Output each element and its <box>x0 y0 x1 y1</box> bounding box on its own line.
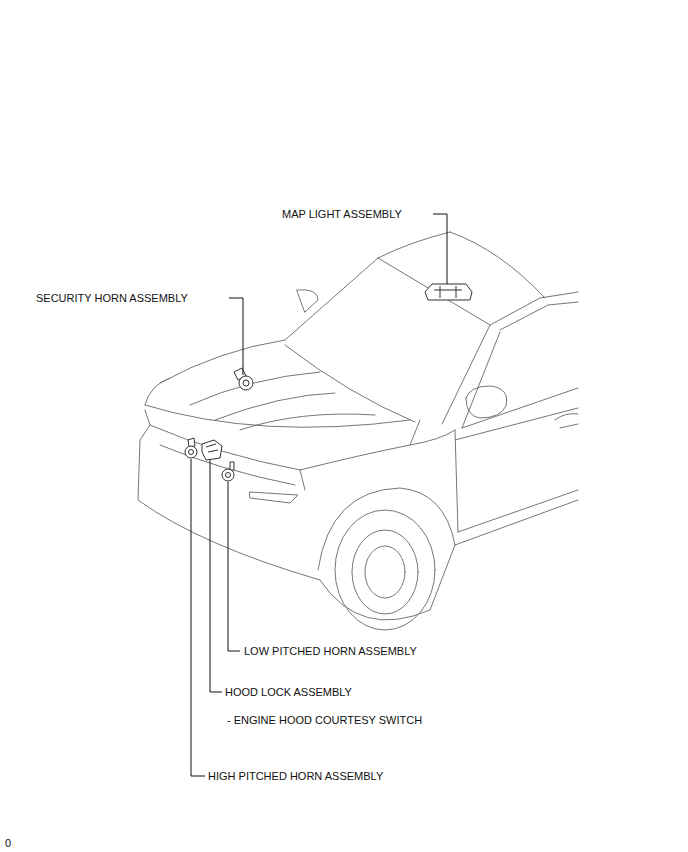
low-horn <box>222 469 234 481</box>
part-name: LOW PITCHED HORN ASSEMBLY <box>244 644 417 658</box>
security-horn <box>239 376 253 390</box>
part-name: SECURITY HORN ASSEMBLY <box>36 291 188 305</box>
high-horn <box>185 446 197 458</box>
part-name: - ENGINE HOOD COURTESY SWITCH <box>227 713 422 727</box>
leader-lines <box>191 214 447 776</box>
map-light <box>425 284 472 300</box>
part-name: HOOD LOCK ASSEMBLY <box>225 685 352 699</box>
part-name: MAP LIGHT ASSEMBLY <box>282 207 402 221</box>
part-name: HIGH PITCHED HORN ASSEMBLY <box>208 769 383 783</box>
page-number: 0 <box>5 836 11 850</box>
hood-lock <box>202 440 222 460</box>
